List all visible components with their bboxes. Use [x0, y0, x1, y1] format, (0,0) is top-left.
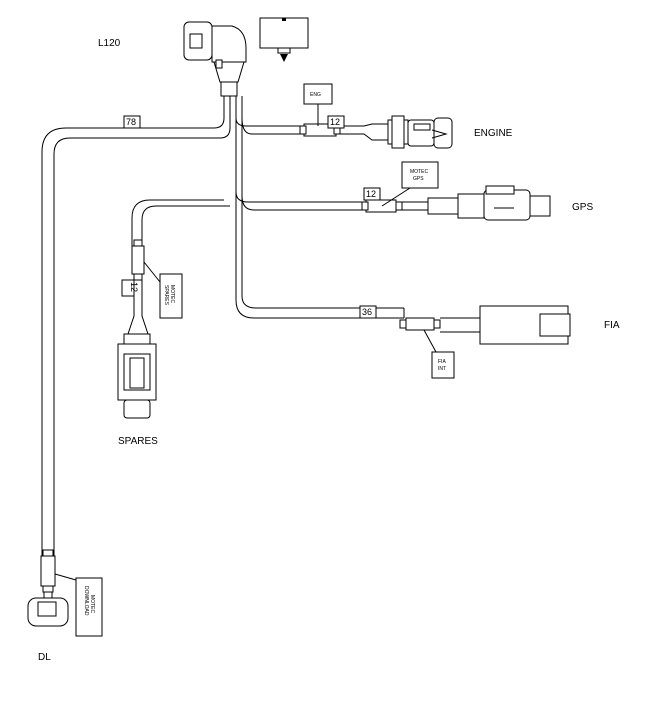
- dl-branch: [27, 549, 69, 627]
- spares-branch: [117, 199, 230, 419]
- svg-text:12: 12: [129, 282, 139, 292]
- dl-label: DL: [38, 652, 51, 663]
- svg-text:36: 36: [362, 307, 372, 317]
- gps-label: GPS: [572, 202, 593, 213]
- length-marker-engine: 12: [327, 115, 345, 129]
- svg-text:SPARES: SPARES: [163, 285, 169, 306]
- svg-text:12: 12: [366, 189, 376, 199]
- svg-text:ENG: ENG: [310, 92, 321, 98]
- tag-eng: ENG: [303, 83, 333, 126]
- tag-motec-download: MOTEC DOWNLOAD: [54, 573, 103, 637]
- tag-fia-int: FIA INT: [423, 329, 455, 379]
- svg-text:MOTEC: MOTEC: [410, 169, 428, 175]
- svg-text:MOTEC: MOTEC: [89, 595, 95, 613]
- svg-text:DOWNLOAD: DOWNLOAD: [83, 586, 89, 616]
- engine-label: ENGINE: [474, 128, 513, 139]
- l120-connector: [183, 21, 247, 97]
- svg-text:INT: INT: [438, 366, 446, 372]
- connector-boot: [259, 17, 309, 62]
- svg-text:GPS: GPS: [413, 176, 424, 182]
- length-marker-fia: 36: [359, 305, 377, 319]
- fia-branch: [399, 305, 571, 345]
- svg-text:MOTEC: MOTEC: [169, 285, 175, 303]
- main-trunk: [41, 92, 404, 556]
- svg-text:FIA: FIA: [438, 359, 446, 365]
- engine-branch: [235, 115, 453, 149]
- tag-motec-spares: MOTEC SPARES: [143, 261, 183, 319]
- length-marker-spares: 12: [121, 279, 139, 297]
- svg-text:78: 78: [126, 117, 136, 127]
- length-marker-gps: 12: [363, 187, 381, 201]
- spares-label: SPARES: [118, 436, 158, 447]
- l120-label: L120: [98, 38, 121, 49]
- fia-label: FIA: [604, 320, 620, 331]
- length-marker-dl: 78: [123, 115, 141, 129]
- gps-branch: [235, 185, 551, 221]
- svg-text:12: 12: [330, 117, 340, 127]
- tag-motec-gps: MOTEC GPS: [381, 161, 439, 207]
